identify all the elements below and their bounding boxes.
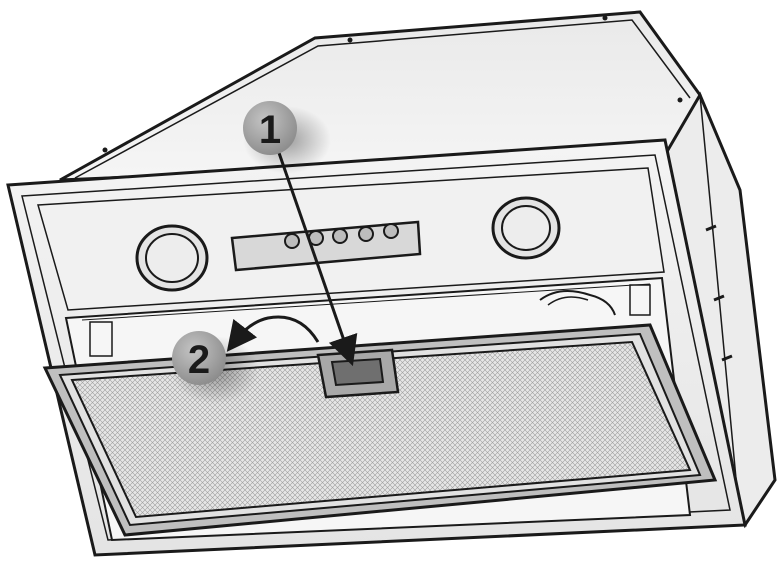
control-panel <box>230 220 422 272</box>
step-badge-1: 1 <box>243 101 331 174</box>
step-number-1: 1 <box>259 108 281 152</box>
pull-direction-arrow-icon <box>276 149 358 367</box>
step-badge-2: 2 <box>171 331 259 404</box>
control-knob-icon <box>284 223 399 249</box>
filter-handle <box>316 348 400 399</box>
rotate-direction-arrow-icon <box>226 315 320 352</box>
halogen-lamp-icon <box>135 224 209 292</box>
step-number-2: 2 <box>188 338 210 382</box>
halogen-lamp-icon <box>491 196 561 260</box>
